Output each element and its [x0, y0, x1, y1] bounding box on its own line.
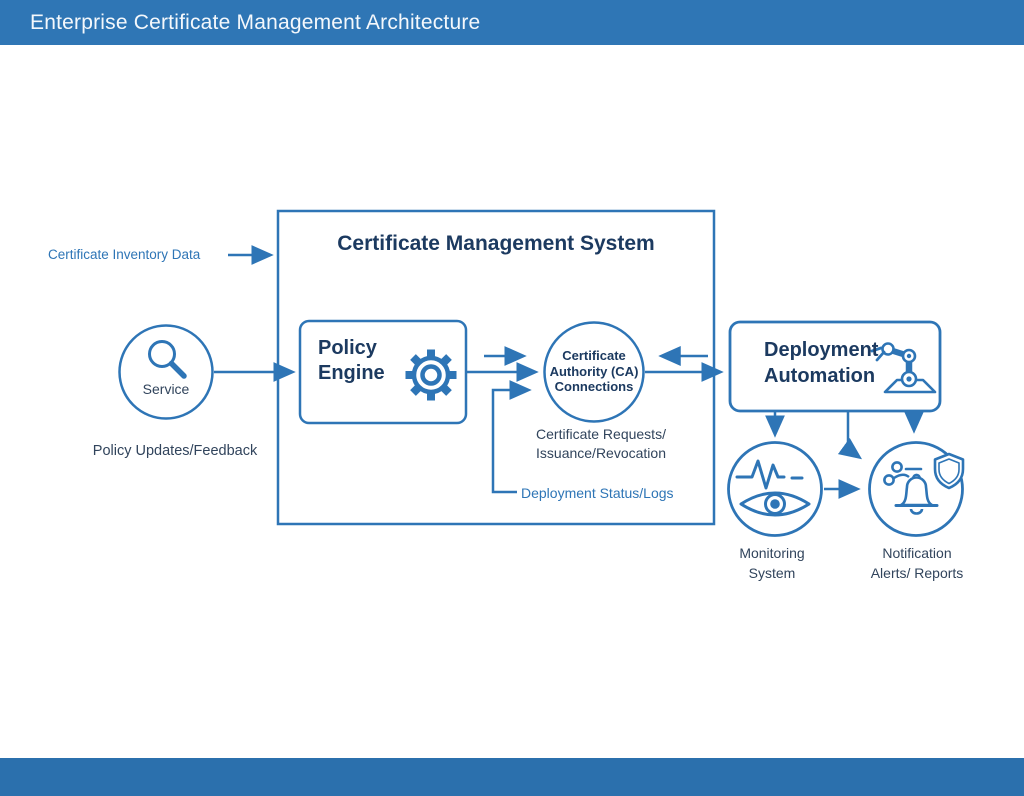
service-node-label: Service [142, 381, 190, 397]
certificate-inventory-label: Certificate Inventory Data [48, 247, 201, 262]
monitoring-system-label: Monitoring System [739, 545, 805, 581]
ca-connections-node [543, 321, 645, 423]
page-title: Enterprise Certificate Management Archit… [30, 10, 481, 34]
monitoring-eye-icon [735, 459, 811, 517]
connector-arrows [214, 245, 924, 499]
robot-arm-icon [870, 342, 937, 394]
ca-requests-caption: Certificate Requests/ Issuance/Revocatio… [536, 426, 666, 461]
ca-connections-label: Certificate Authority (CA) Connections [549, 348, 639, 394]
header-bar: Enterprise Certificate Management Archit… [0, 0, 1024, 45]
policy-engine-label: Policy Engine [318, 337, 385, 384]
notification-alerts-label: Notification Alerts/ Reports [870, 545, 964, 581]
deployment-automation-node [728, 320, 942, 413]
notification-bell-shield-icon [883, 452, 965, 515]
cms-box-title: Certificate Management System [337, 232, 655, 255]
monitoring-node [727, 441, 823, 537]
arrow-status-logs-to-ca [491, 380, 532, 494]
deployment-automation-label: Deployment Automation [764, 339, 879, 387]
magnifier-icon [148, 340, 187, 379]
deployment-status-label: Deployment Status/Logs [521, 485, 674, 501]
policy-engine-node [298, 319, 468, 425]
arrow-deployment-to-notification-bent [837, 412, 863, 460]
service-node [118, 324, 214, 420]
notification-node [868, 441, 965, 537]
policy-feedback-label: Policy Updates/Feedback [92, 443, 258, 459]
gear-icon [405, 349, 457, 401]
footer-bar [0, 758, 1024, 796]
